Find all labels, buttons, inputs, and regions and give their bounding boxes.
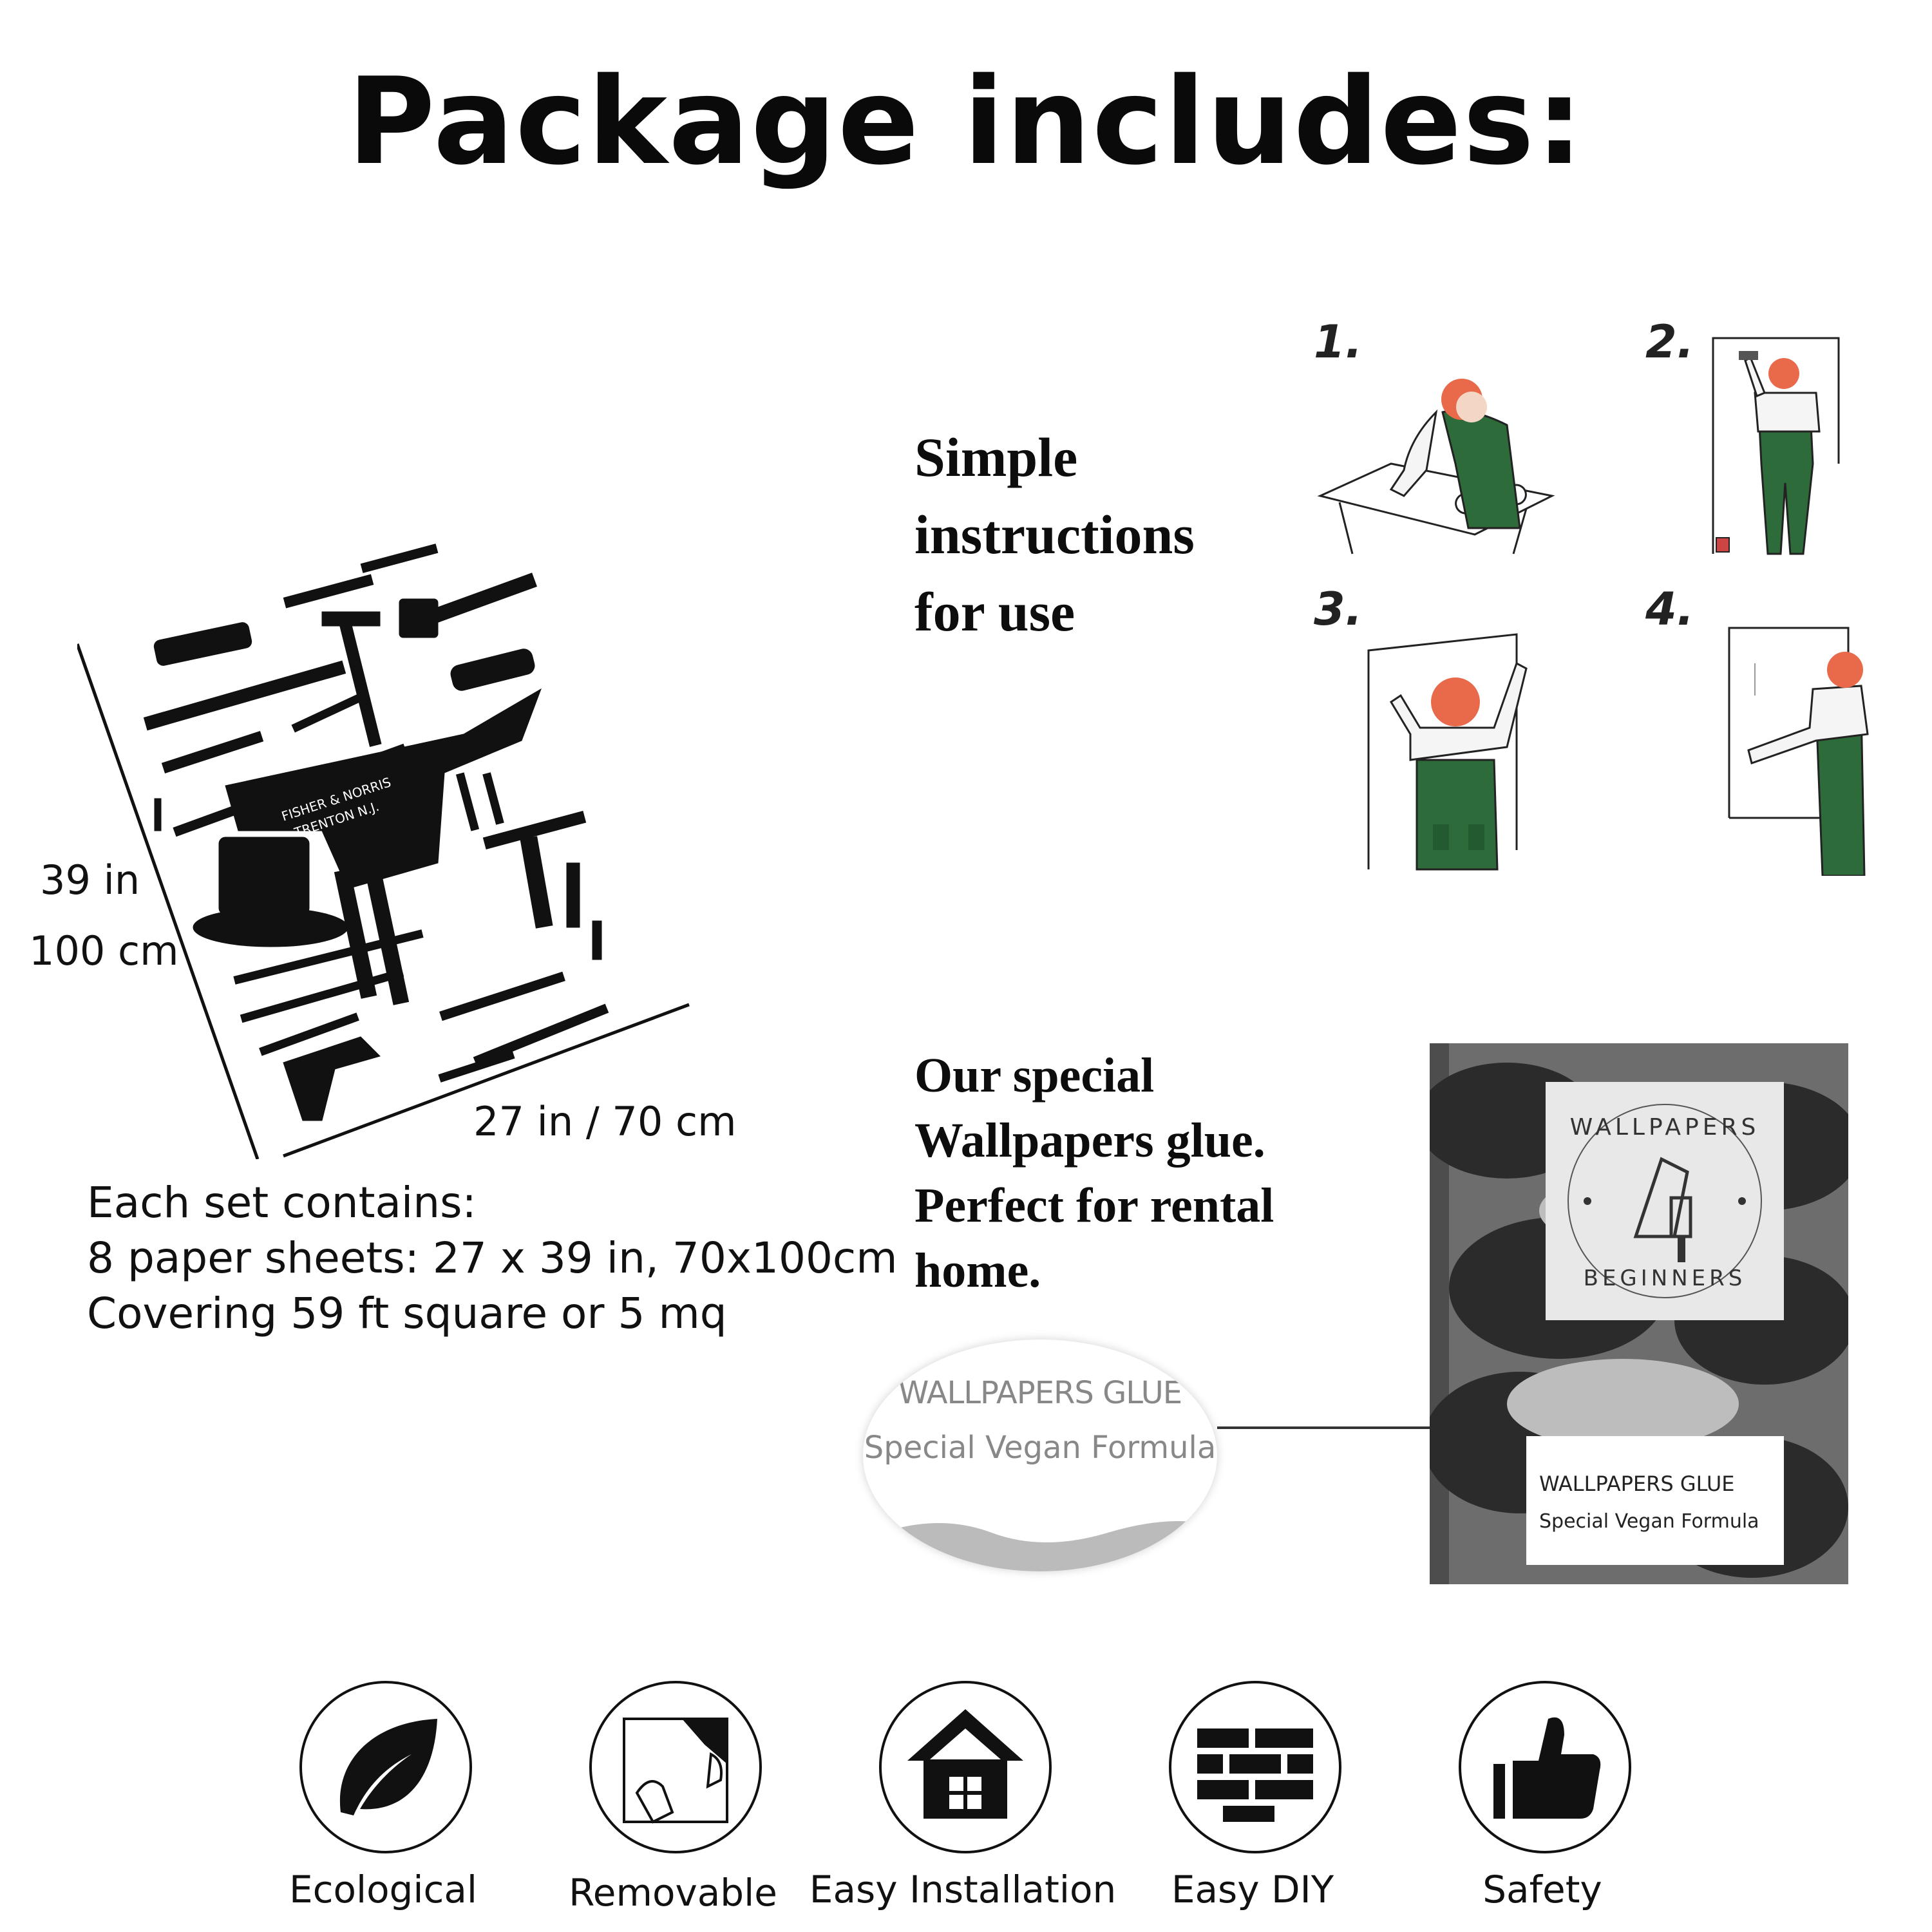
package-label-1: WALLPAPERS GLUE — [1539, 1472, 1735, 1496]
glue-package: WALLPAPERS BEGINNERS WALLPAPERS GLUE Spe… — [1430, 1043, 1848, 1584]
set-info-line-2: 8 paper sheets: 27 x 39 in, 70x100cm — [87, 1233, 898, 1283]
sheet-width: 27 in / 70 cm — [473, 1098, 737, 1145]
set-info: Each set contains: 8 paper sheets: 27 x … — [87, 1175, 898, 1341]
peel-icon — [589, 1681, 762, 1853]
feature-safety — [1459, 1681, 1631, 1853]
step-4-number: 4. — [1645, 583, 1694, 636]
feature-easy-diy-label: Easy DIY — [1171, 1868, 1334, 1911]
house-icon — [879, 1681, 1052, 1853]
step-1-illustration — [1314, 367, 1558, 560]
callout-line — [1217, 1426, 1488, 1429]
feature-ecological-label: Ecological — [289, 1868, 478, 1911]
feature-removable — [589, 1681, 762, 1853]
feature-ecological — [299, 1681, 472, 1853]
package-logo-top: WALLPAPERS — [1569, 1114, 1760, 1141]
page-title: Package includes: — [347, 52, 1585, 191]
feature-removable-label: Removable — [569, 1871, 777, 1915]
zoom-label-line-1: WALLPAPERS GLUE — [898, 1375, 1182, 1411]
package-logo-bottom: BEGINNERS — [1583, 1265, 1747, 1291]
step-2-illustration — [1700, 335, 1855, 567]
sheet-height-cm: 100 cm — [29, 927, 179, 974]
set-info-line-1: Each set contains: — [87, 1178, 477, 1227]
sheet-height-in: 39 in — [40, 857, 140, 904]
glue-heading: Our special Wallpapers glue. Perfect for… — [914, 1048, 1274, 1298]
step-4-illustration — [1726, 625, 1880, 877]
step-1-number: 1. — [1314, 316, 1363, 368]
glue-label-zoom: WALLPAPERS GLUE Special Vegan Formula — [863, 1340, 1217, 1571]
step-2-number: 2. — [1645, 316, 1694, 368]
thumbs-up-icon — [1459, 1681, 1631, 1853]
feature-easy-installation-label: Easy Installation — [809, 1868, 1117, 1911]
step-3-number: 3. — [1314, 583, 1363, 636]
feature-easy-diy — [1169, 1681, 1341, 1853]
feature-safety-label: Safety — [1482, 1868, 1602, 1911]
zoom-label-line-2: Special Vegan Formula — [864, 1430, 1217, 1466]
feature-easy-installation — [879, 1681, 1052, 1853]
bricks-icon — [1169, 1681, 1341, 1853]
leaf-icon — [299, 1681, 472, 1853]
set-info-line-3: Covering 59 ft square or 5 mq — [87, 1289, 727, 1338]
wallpaper-sheet-illustration: FISHER & NORRIS TRENTON N.J. — [75, 528, 696, 1160]
instructions-heading: Simple instructions for use — [914, 426, 1195, 643]
package-label-2: Special Vegan Formula — [1539, 1510, 1759, 1533]
step-3-illustration — [1365, 631, 1546, 876]
